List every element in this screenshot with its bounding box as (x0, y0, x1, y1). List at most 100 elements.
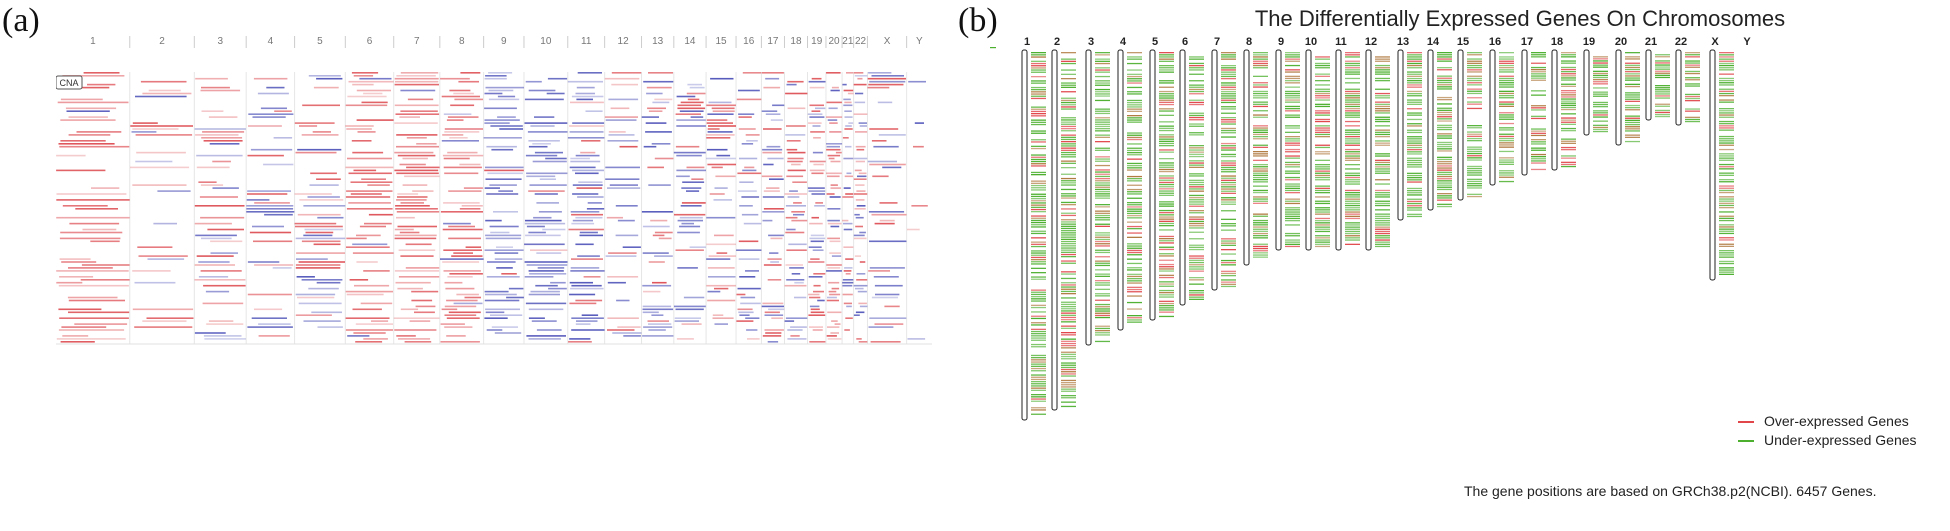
gene-marker (1407, 202, 1422, 205)
gene-marker (1407, 149, 1422, 151)
gene-marker (1061, 78, 1076, 80)
cna-segment (66, 110, 110, 112)
cna-segment (809, 341, 826, 343)
gene-marker (1561, 66, 1576, 69)
gene-marker (1375, 224, 1390, 226)
cna-segment (524, 122, 568, 124)
gene-marker (1345, 142, 1360, 144)
cna-segment (294, 122, 335, 124)
gene-marker (1345, 155, 1360, 157)
cna-segment (675, 145, 700, 148)
chromosome-label: 8 (459, 36, 465, 47)
cna-segment (787, 196, 800, 198)
cna-segment (485, 166, 524, 169)
chromosome-body (1117, 49, 1124, 331)
cna-segment (738, 116, 752, 118)
cna-segment (858, 341, 868, 343)
gene-marker (1593, 103, 1608, 106)
cna-segment (873, 276, 899, 278)
gene-marker (1437, 75, 1452, 77)
cna-segment (868, 211, 905, 213)
gene-marker (1127, 93, 1142, 95)
cna-segment (676, 119, 706, 121)
gene-marker (1159, 127, 1174, 129)
cna-segment (195, 234, 237, 237)
gene-marker (1031, 123, 1046, 126)
gene-marker (1061, 245, 1076, 247)
cna-segment (301, 134, 339, 136)
gene-marker (1719, 99, 1734, 101)
gene-marker (1127, 73, 1142, 75)
gene-marker (1127, 321, 1142, 323)
cna-segment (787, 151, 806, 154)
cna-segment (488, 98, 520, 101)
cna-segment (465, 246, 482, 248)
gene-marker (1437, 133, 1452, 135)
cna-segment (440, 323, 465, 325)
gene-marker (1095, 249, 1110, 251)
gene-marker (1719, 168, 1734, 170)
gene-marker (1531, 132, 1546, 134)
gene-marker (1315, 192, 1330, 194)
gene-marker (1467, 167, 1482, 170)
cna-segment (706, 134, 735, 136)
gene-marker (1189, 264, 1204, 266)
cna-segment (809, 86, 825, 89)
gene-marker (1221, 262, 1236, 264)
cna-segment (201, 86, 230, 89)
gene-marker (1531, 66, 1546, 69)
gene-bars (1285, 52, 1300, 248)
gene-marker (1407, 125, 1422, 127)
gene-marker (1253, 67, 1268, 69)
gene-bars (1625, 52, 1640, 143)
gene-marker (1345, 120, 1360, 123)
cna-segment (273, 137, 293, 139)
chromosome-label: 7 (1214, 36, 1220, 48)
gene-marker (1221, 69, 1236, 71)
cna-segment (709, 193, 725, 195)
gene-marker (1315, 166, 1330, 168)
gene-marker (1061, 316, 1076, 319)
gene-marker (1095, 275, 1110, 277)
gene-marker (1285, 243, 1300, 245)
gene-marker (1031, 198, 1046, 200)
cna-segment (250, 148, 293, 151)
panel-a-label: (a) (2, 2, 40, 39)
cna-segment (764, 311, 780, 314)
cna-segment (146, 317, 194, 319)
cna-segment (680, 101, 704, 104)
gene-marker (1127, 193, 1142, 195)
gene-marker (1345, 172, 1360, 174)
gene-marker (1345, 228, 1360, 230)
legend-over-swatch (1738, 421, 1754, 424)
gene-marker (1159, 134, 1174, 136)
gene-marker (1159, 238, 1174, 240)
chromosome-body (1365, 49, 1372, 251)
cna-segment (767, 279, 782, 281)
cna-segment (607, 276, 639, 278)
gene-marker (1593, 60, 1608, 62)
gene-marker (1061, 384, 1076, 386)
cna-segment (451, 255, 483, 257)
gene-marker (1285, 189, 1300, 192)
cna-segment (355, 341, 383, 343)
chromosome-label: 17 (767, 36, 779, 47)
cna-segment (395, 205, 430, 207)
cna-segment (843, 222, 853, 225)
cna-segment (826, 145, 840, 148)
cna-segment (396, 211, 440, 213)
gene-marker (1561, 54, 1576, 56)
cna-segment (80, 279, 130, 281)
gene-marker (1531, 147, 1546, 149)
cna-segment (615, 205, 638, 207)
gene-marker (1127, 119, 1142, 121)
cna-segment (768, 308, 785, 311)
gene-marker (1061, 373, 1076, 375)
gene-marker (1315, 209, 1330, 211)
gene-marker (1315, 95, 1330, 97)
gene-marker (1719, 101, 1734, 103)
cna-segment (616, 299, 630, 302)
gene-marker (1345, 138, 1360, 140)
cna-segment (868, 83, 904, 86)
cna-segment (254, 264, 294, 266)
